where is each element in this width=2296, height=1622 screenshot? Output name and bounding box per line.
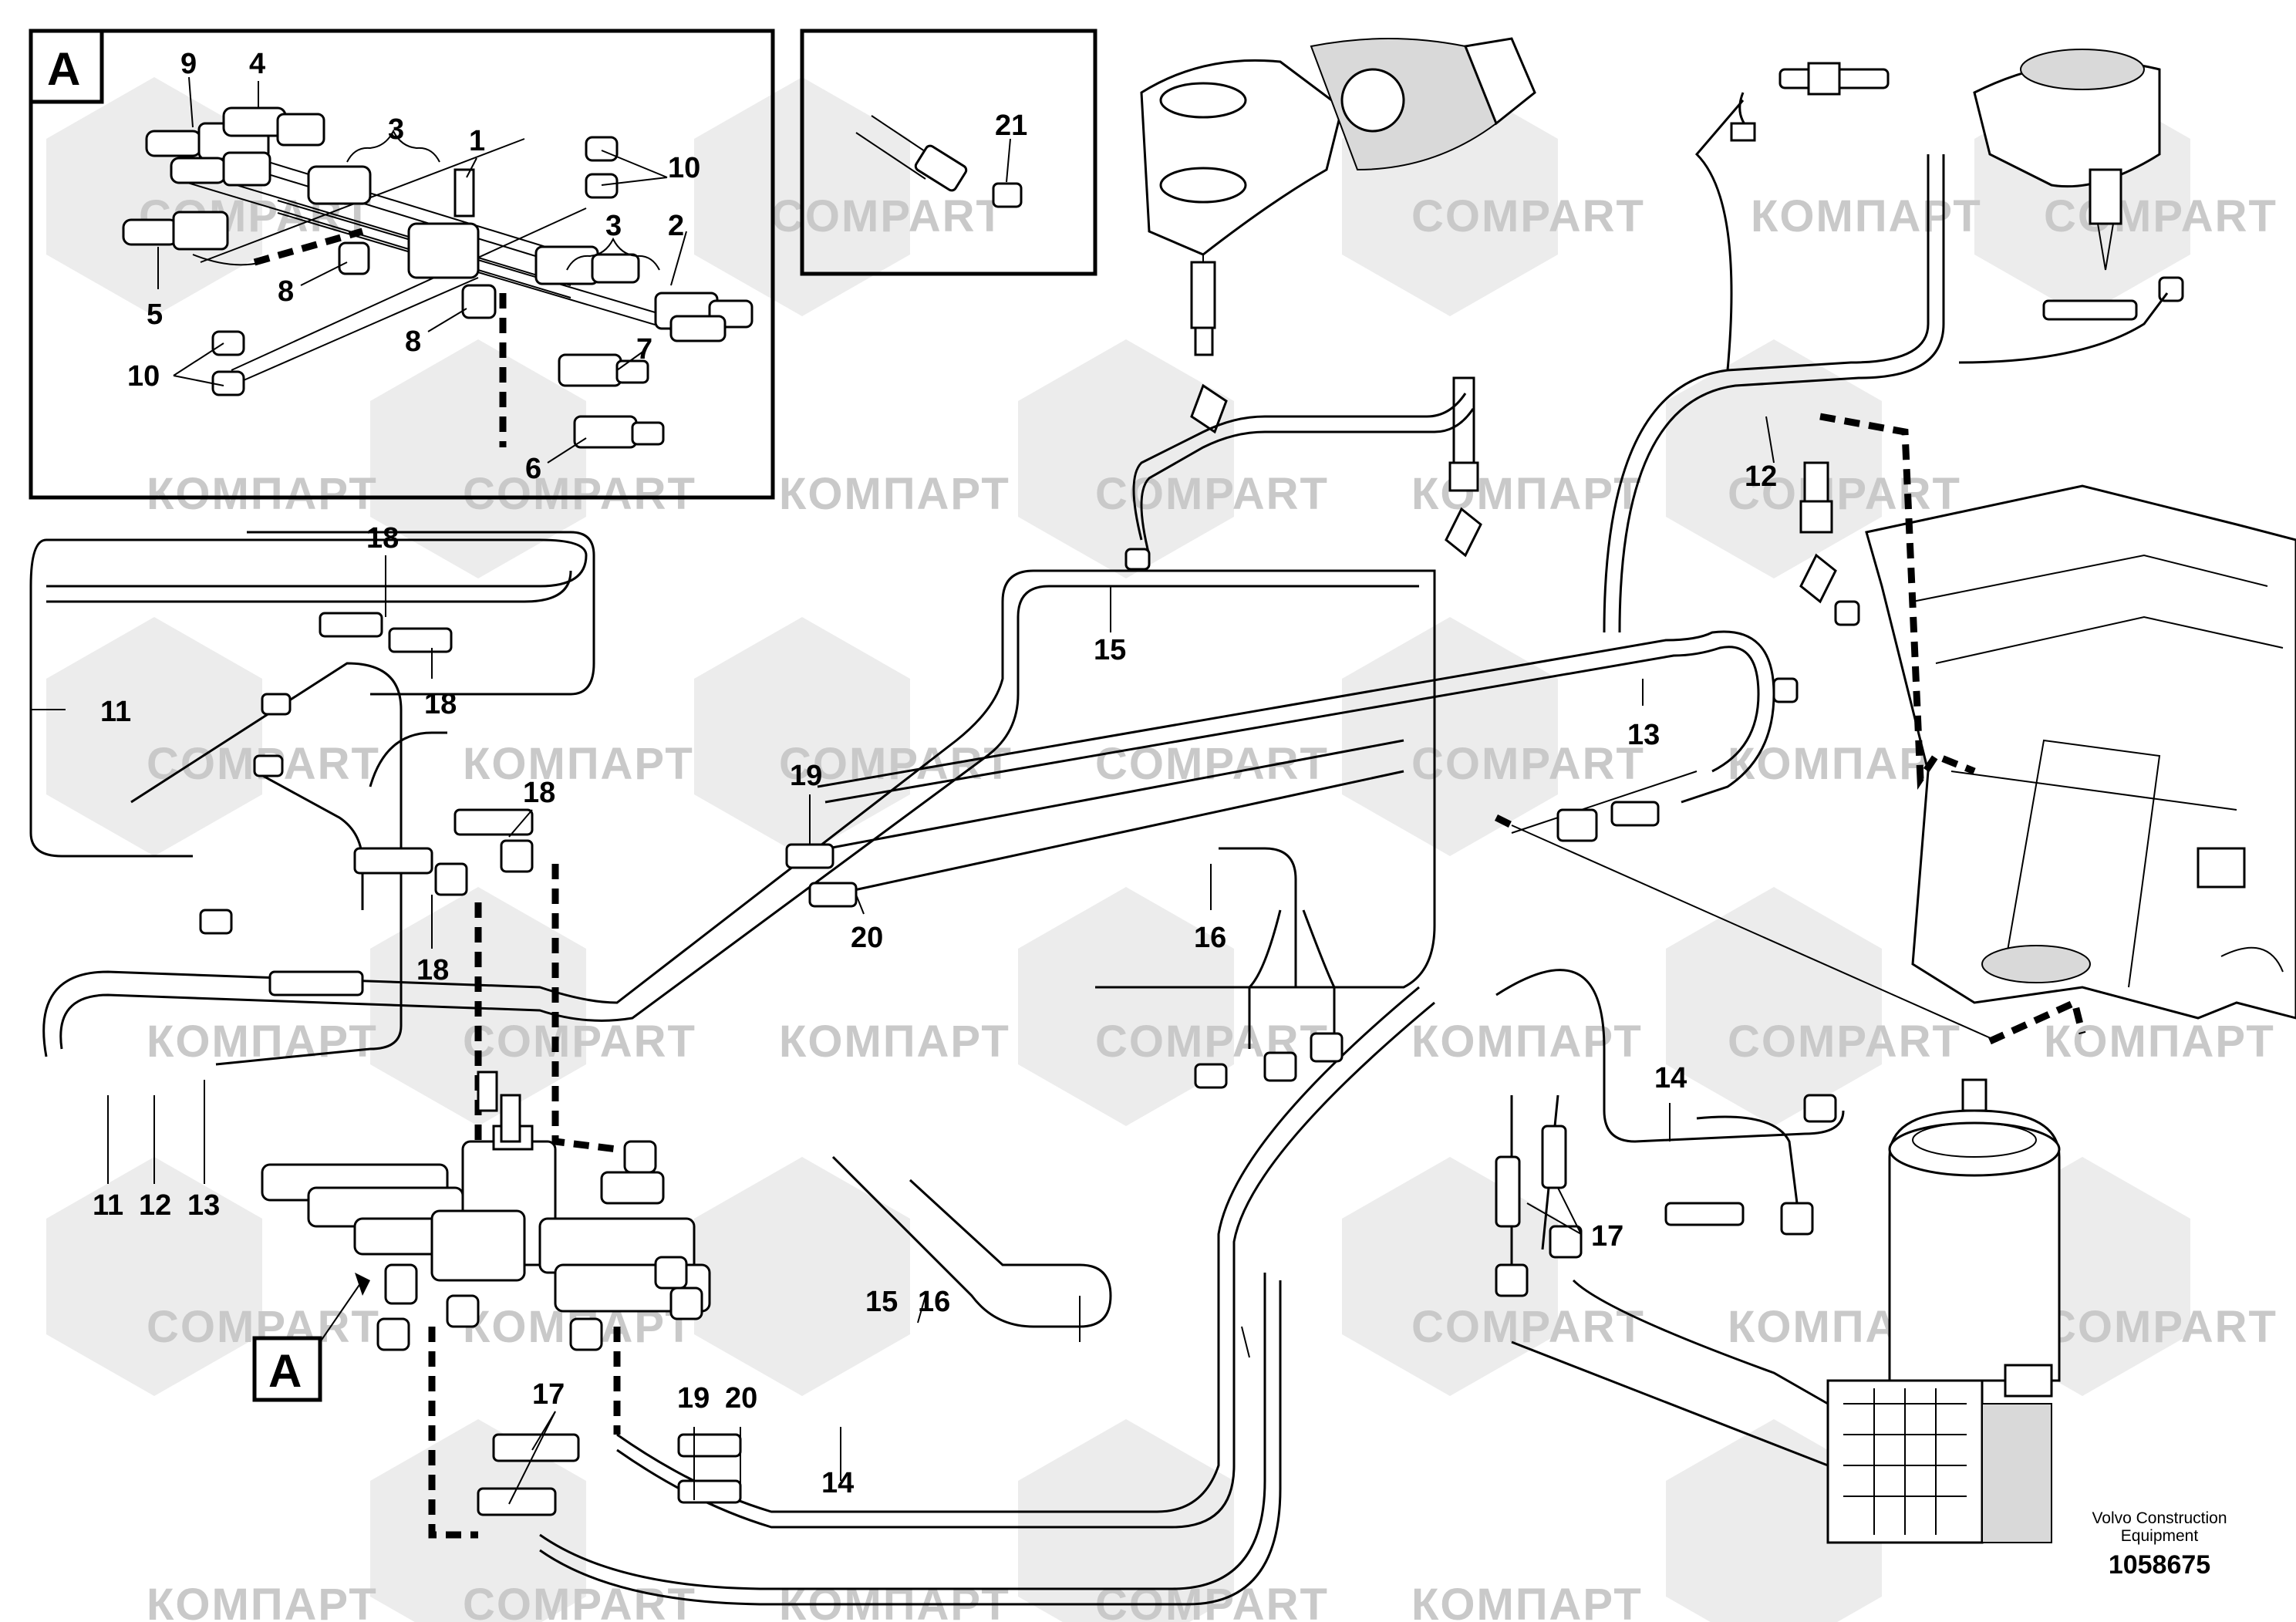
upper-right-component [1445,49,2184,604]
watermark-text: COMPART [463,469,696,519]
detail-fittings [122,106,754,449]
callout-18: 18 [424,688,457,720]
watermark-text: COMPART [1095,469,1329,519]
detail-box-frame [29,29,775,500]
callout-21: 21 [995,110,1027,142]
callout-15: 15 [1094,634,1126,666]
detail-view-a: A [29,29,775,500]
callout-13: 13 [1627,719,1660,751]
watermark-text: COMPART [1095,739,1329,789]
callout-10: 10 [668,152,700,184]
callout-a-box [252,1336,322,1402]
watermark-text: КОМПАРТ [147,1580,378,1622]
credit-line-2: Equipment [2121,1527,2199,1545]
part-number: 1058675 [2109,1550,2210,1580]
plug-icon [992,182,1023,208]
detail-label-box [29,29,104,104]
watermark-text: КОМПАРТ [779,1580,1010,1622]
callout-9: 9 [180,48,197,80]
watermark-text: КОМПАРТ [147,469,378,519]
dashed-routing [428,413,2086,1539]
watermark-text: COMPART [1095,1580,1329,1622]
main-leaders [31,416,1775,1505]
callout-17: 17 [1591,1220,1623,1253]
callout-16: 16 [1194,922,1226,954]
view-a-callout: A [252,1273,370,1402]
machine-frame-drawing [1865,484,2296,1020]
callout-18: 18 [366,522,399,555]
watermark-text: COMPART [1411,191,1645,241]
watermark-text: COMPART [463,1017,696,1067]
callout-20: 20 [851,922,883,954]
watermark-text: COMPART [1728,469,1961,519]
callout-14: 14 [1654,1062,1687,1094]
watermark-text: КОМПАРТ [2044,1017,2275,1067]
callout-14: 14 [821,1467,854,1499]
watermark-text: COMPART [1411,739,1645,789]
callout-18: 18 [523,777,555,809]
watermark-text: COMPART [1411,1302,1645,1352]
callout-2: 2 [668,210,684,242]
hose-routing [29,99,2169,1606]
valve-block [261,1071,711,1351]
watermark-text: COMPART [2044,191,2277,241]
credit-line-1: Volvo Construction [2092,1509,2227,1527]
watermark-layer: COMPART COMPART COMPART КОМПАРТ COMPART … [46,77,2277,1622]
boom-cylinder-drawing [1140,37,1536,434]
watermark-text: КОМПАРТ [463,739,694,789]
watermark-text: COMPART [463,1580,696,1622]
callout-19: 19 [790,760,822,792]
detail-view-plug: 21 [800,29,1097,276]
callout-19: 19 [677,1382,710,1415]
callout-10: 10 [127,360,160,393]
callout-7: 7 [636,333,652,366]
callout-12: 12 [1745,460,1777,493]
watermark-text: КОМПАРТ [1411,1017,1643,1067]
callout-3: 3 [605,210,622,242]
watermark-text: КОМПАРТ [1751,191,1982,241]
callout-11: 11 [100,696,131,728]
watermark-text: КОМПАРТ [1411,469,1643,519]
callout-4: 4 [249,48,265,80]
detail-label: A [47,43,80,95]
callout-5: 5 [147,298,163,331]
callout-1: 1 [469,125,485,157]
watermark-text: COMPART [1728,1017,1961,1067]
callout-6: 6 [525,453,541,485]
callout-8: 8 [405,325,421,358]
watermark-text: КОМПАРТ [1411,1580,1643,1622]
callout-17: 17 [532,1378,565,1411]
watermark-text: КОМПАРТ [147,1017,378,1067]
watermark-text: КОМПАРТ [779,1017,1010,1067]
callout-a-label: A [268,1345,302,1397]
callout-11: 11 [93,1189,123,1222]
callout-12: 12 [139,1189,171,1222]
watermark-text: COMPART [779,739,1013,789]
watermark-text: КОМПАРТ [779,469,1010,519]
lubrication-pump [1826,1078,2061,1544]
callout-15: 15 [865,1286,898,1318]
watermark-text: COMPART [2044,1302,2277,1352]
detail-dash-line [253,228,364,266]
callout-18: 18 [416,954,449,986]
watermark-text: COMPART [771,191,1005,241]
callout-3: 3 [388,113,404,146]
callout-20: 20 [725,1382,757,1415]
callout-13: 13 [187,1189,220,1222]
plug-box-frame [800,29,1097,276]
credit-block: Volvo Construction Equipment 1058675 [2092,1509,2227,1580]
main-callouts: 18 18 18 18 11 11 12 13 19 20 15 16 12 1… [93,460,1777,1499]
callout-16: 16 [918,1286,950,1318]
detail-leaders [157,76,687,464]
callout-8: 8 [278,275,294,308]
